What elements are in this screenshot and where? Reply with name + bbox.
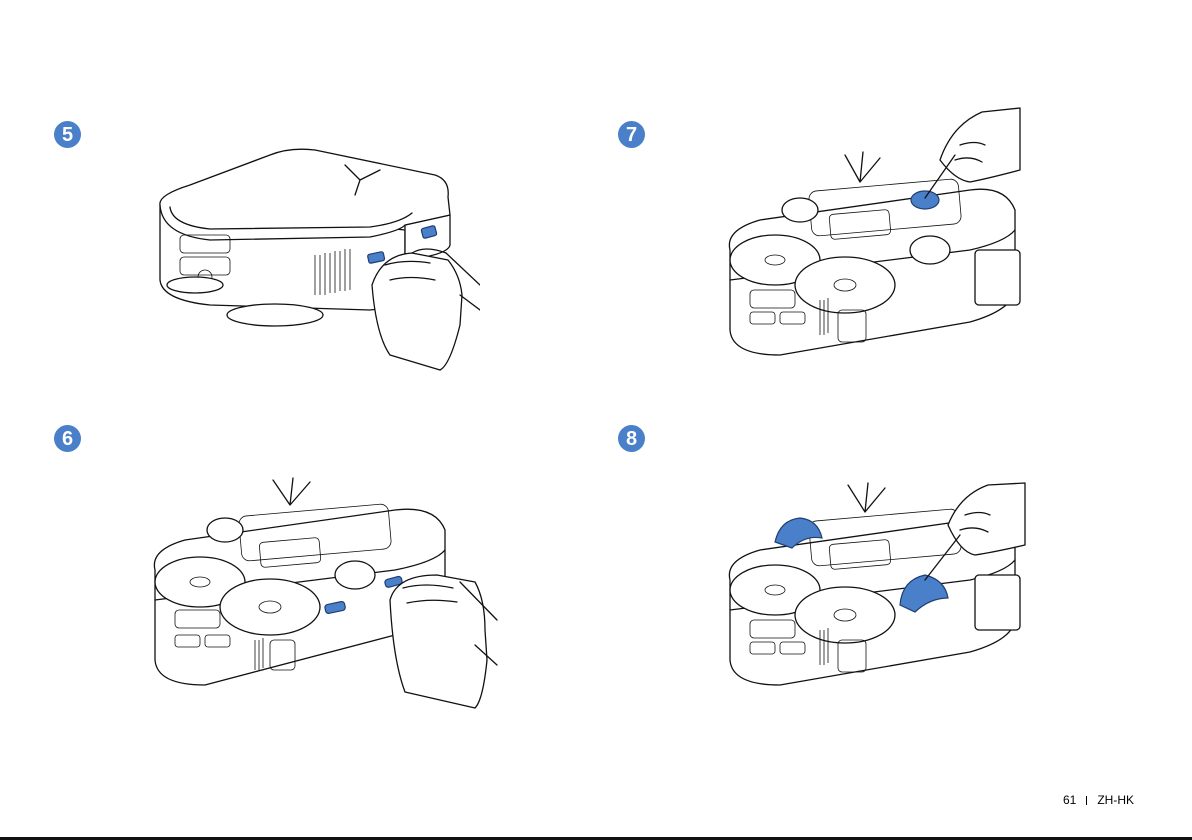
footer-separator <box>1086 796 1087 805</box>
language-code: ZH-HK <box>1097 793 1134 807</box>
step-badge-8: 8 <box>618 425 645 452</box>
robot-top-wipe-sensor-illustration <box>150 135 480 375</box>
step-badge-7: 7 <box>618 121 645 148</box>
robot-underside-wipe-illustration <box>145 470 500 710</box>
robot-caster-wheel-clean-illustration <box>720 100 1030 360</box>
page-footer: 61 ZH-HK <box>1063 793 1134 807</box>
step-badge-6: 6 <box>54 425 81 452</box>
step-badge-5: 5 <box>54 121 81 148</box>
page-number: 61 <box>1063 793 1076 807</box>
robot-drive-wheels-clean-illustration <box>720 480 1040 695</box>
